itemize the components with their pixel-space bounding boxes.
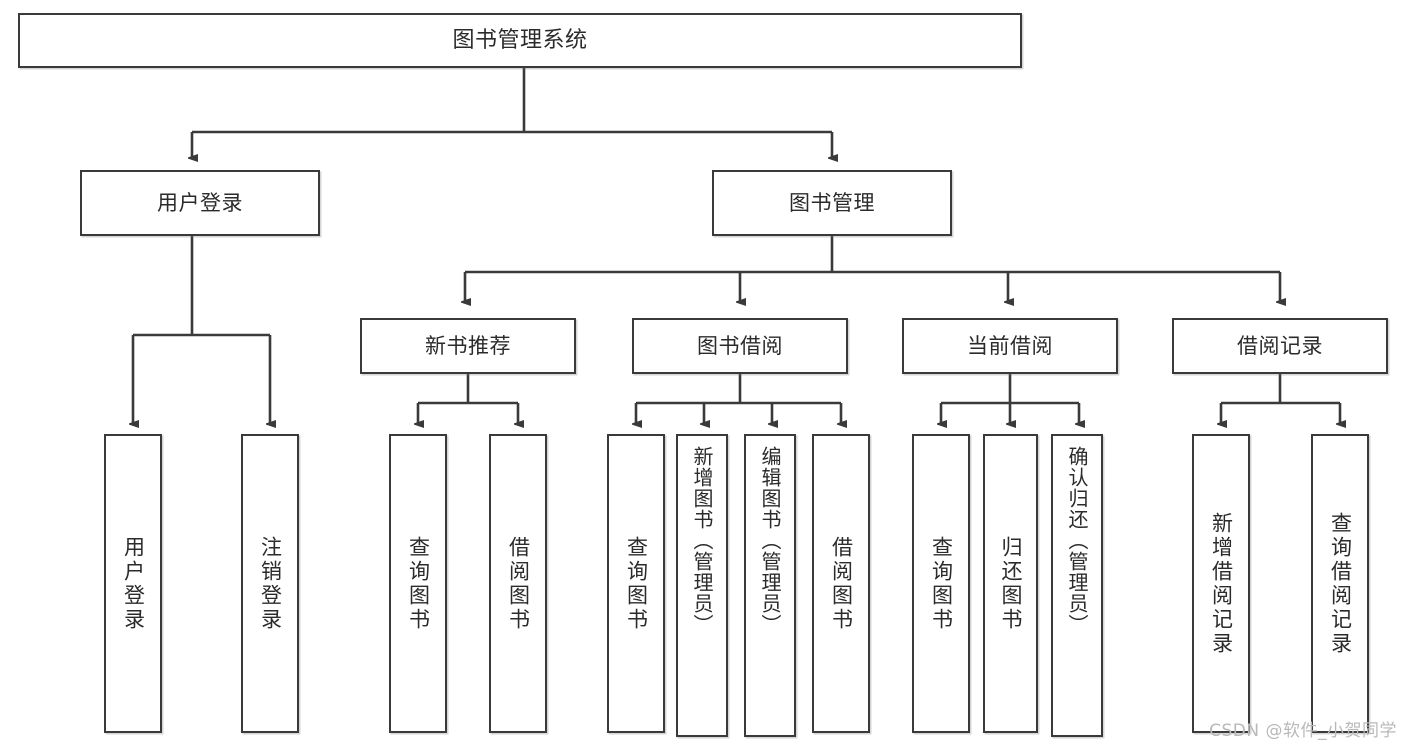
node-leaf-add-book-admin[interactable]: 新增图书（管理员） <box>676 434 728 737</box>
node-label: 查询图书 <box>929 535 954 632</box>
node-leaf-query-book-1[interactable]: 查询图书 <box>389 434 447 733</box>
node-leaf-logout[interactable]: 注销登录 <box>241 434 299 733</box>
node-leaf-query-book-2[interactable]: 查询图书 <box>607 434 665 733</box>
node-book-management[interactable]: 图书管理 <box>712 170 952 236</box>
node-leaf-confirm-return-admin[interactable]: 确认归还（管理员） <box>1051 434 1103 737</box>
node-label: 新增图书（管理员） <box>690 446 714 635</box>
node-label: 注销登录 <box>258 535 283 632</box>
node-leaf-add-borrow-record[interactable]: 新增借阅记录 <box>1192 434 1250 733</box>
node-leaf-borrow-book-1[interactable]: 借阅图书 <box>489 434 547 733</box>
node-leaf-return-book[interactable]: 归还图书 <box>983 434 1038 733</box>
node-label: 借阅记录 <box>1237 333 1323 358</box>
node-label: 借阅图书 <box>829 535 854 632</box>
node-current-borrow[interactable]: 当前借阅 <box>902 318 1118 374</box>
node-label: 编辑图书（管理员） <box>758 446 782 635</box>
node-leaf-borrow-book-2[interactable]: 借阅图书 <box>812 434 870 733</box>
node-user-login[interactable]: 用户登录 <box>80 170 320 236</box>
node-borrow-record[interactable]: 借阅记录 <box>1172 318 1388 374</box>
node-label: 查询图书 <box>624 535 649 632</box>
node-root-system[interactable]: 图书管理系统 <box>18 13 1022 68</box>
node-label: 图书借阅 <box>697 333 783 358</box>
node-label: 确认归还（管理员） <box>1065 446 1089 635</box>
node-leaf-query-book-3[interactable]: 查询图书 <box>912 434 970 733</box>
node-label: 查询图书 <box>406 535 431 632</box>
node-label: 归还图书 <box>999 535 1023 632</box>
node-label: 新书推荐 <box>425 333 511 358</box>
node-label: 用户登录 <box>121 535 146 632</box>
node-label: 新增借阅记录 <box>1209 511 1234 656</box>
node-label: 查询借阅记录 <box>1328 511 1353 656</box>
node-leaf-query-borrow-record[interactable]: 查询借阅记录 <box>1311 434 1369 733</box>
node-label: 图书管理系统 <box>452 27 588 53</box>
node-new-book-recommend[interactable]: 新书推荐 <box>360 318 576 374</box>
node-label: 用户登录 <box>157 190 243 215</box>
node-book-borrow[interactable]: 图书借阅 <box>632 318 848 374</box>
node-label: 借阅图书 <box>506 535 531 632</box>
node-label: 图书管理 <box>789 190 875 215</box>
node-leaf-user-login[interactable]: 用户登录 <box>104 434 162 733</box>
node-leaf-edit-book-admin[interactable]: 编辑图书（管理员） <box>744 434 796 737</box>
node-label: 当前借阅 <box>967 333 1053 358</box>
watermark-text: CSDN @软件_小贺同学 <box>1209 721 1397 741</box>
